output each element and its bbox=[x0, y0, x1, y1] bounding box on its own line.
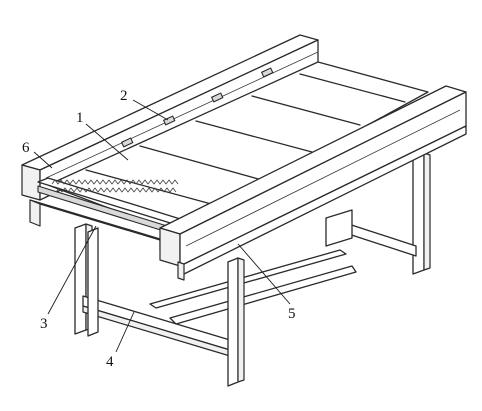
callout-1: 1 bbox=[76, 110, 84, 126]
callout-leaders bbox=[33, 99, 291, 353]
right-side-beam bbox=[159, 85, 467, 281]
callout-4: 4 bbox=[106, 354, 114, 370]
callout-5: 5 bbox=[288, 306, 296, 322]
leader-2 bbox=[132, 99, 169, 121]
callout-labels: 1 2 3 4 5 6 bbox=[22, 88, 296, 370]
callout-2: 2 bbox=[120, 88, 128, 104]
rack-strip bbox=[29, 177, 191, 257]
rail-fittings bbox=[121, 67, 274, 148]
callout-6: 6 bbox=[22, 140, 30, 156]
callout-3: 3 bbox=[40, 316, 48, 332]
leader-1 bbox=[85, 123, 129, 161]
leader-5 bbox=[237, 243, 291, 305]
support-frame bbox=[74, 152, 431, 387]
leader-4 bbox=[115, 311, 135, 353]
leader-3 bbox=[47, 225, 97, 315]
leader-6 bbox=[33, 151, 53, 169]
